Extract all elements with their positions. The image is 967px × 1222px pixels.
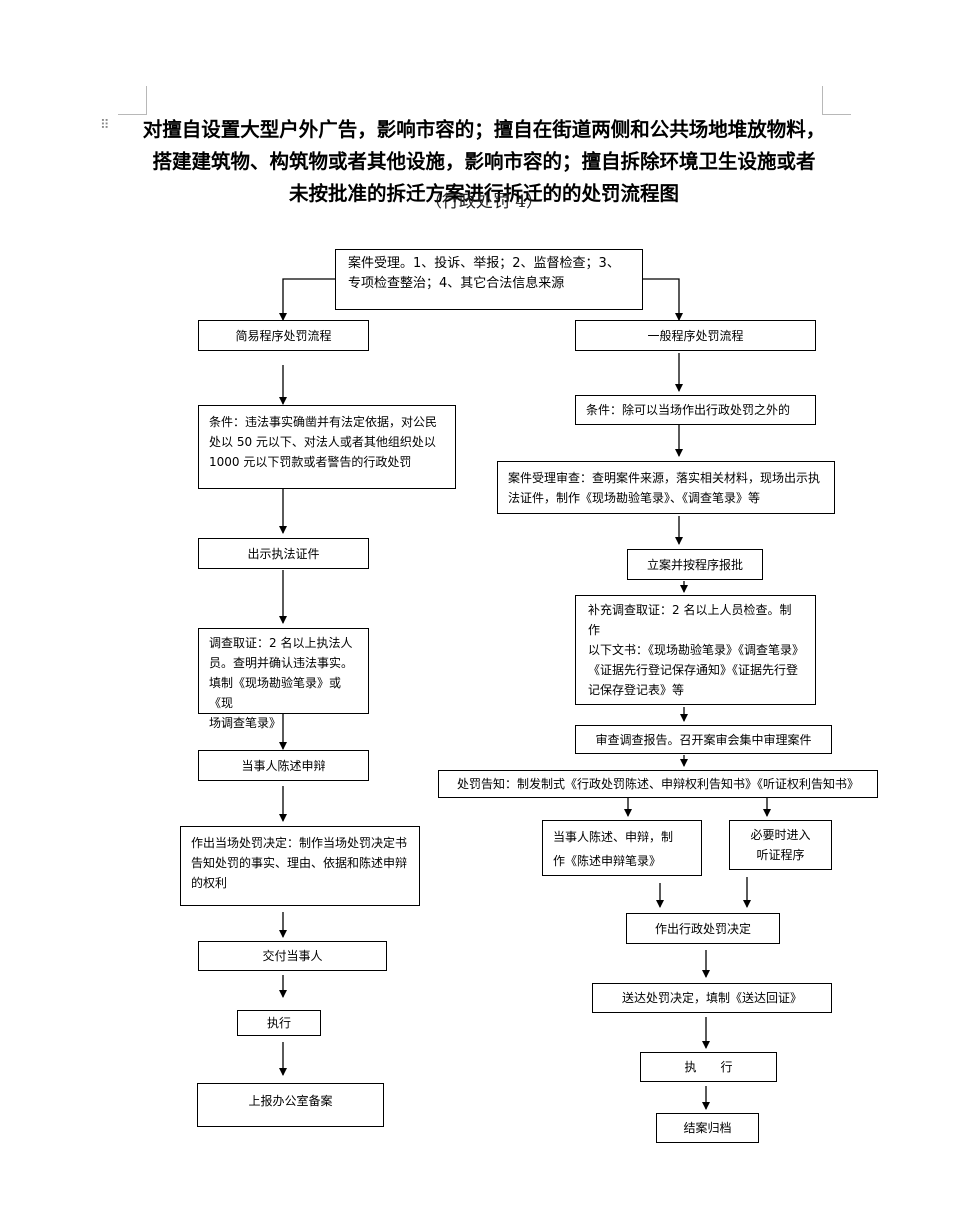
page-corner-mark-left xyxy=(118,86,147,115)
general-condition-box: 条件：除可以当场作出行政处罚之外的 xyxy=(575,395,816,425)
supplement-text: 以下文书：《现场勘验笔录》《调查笔录》 xyxy=(588,643,805,657)
supplement-text: 补充调查取证：2 名以上人员检查。制作 xyxy=(588,603,792,637)
hearing-text: 听证程序 xyxy=(756,848,805,862)
investigate-text: 场调查笔录》 xyxy=(209,716,282,730)
simple-procedure-header: 简易程序处罚流程 xyxy=(198,320,369,351)
supplement-investigation-box: 补充调查取证：2 名以上人员检查。制作 以下文书：《现场勘验笔录》《调查笔录》 … xyxy=(575,595,816,705)
simple-decision-box: 作出当场处罚决定：制作当场处罚决定书 告知处罚的事实、理由、依据和陈述申辩 的权… xyxy=(180,826,420,906)
report-office-box: 上报办公室备案 xyxy=(197,1083,384,1127)
penalty-notice-box: 处罚告知：制发制式《行政处罚陈述、申辩权利告知书》《听证权利告知书》 xyxy=(438,770,878,798)
investigate-text: 调查取证：2 名以上执法人 xyxy=(209,636,353,650)
report-review-box: 审查调查报告。召开案审会集中审理案件 xyxy=(575,725,832,754)
page-subtitle: （行政处罚 4） xyxy=(424,192,544,212)
simple-execute-box: 执行 xyxy=(237,1010,321,1036)
intake-text: 案件受理。1、投诉、举报；2、监督检查；3、 xyxy=(348,256,620,271)
simple-decision-text: 作出当场处罚决定：制作当场处罚决定书 xyxy=(191,836,408,850)
case-review-box: 案件受理审查：查明案件来源，落实相关材料，现场出示执 法证件，制作《现场勘验笔录… xyxy=(497,461,835,514)
general-procedure-header: 一般程序处罚流程 xyxy=(575,320,816,351)
simple-statement-box: 当事人陈述申辩 xyxy=(198,750,369,781)
simple-condition-text: 处以 50 元以下、对法人或者其他组织处以 xyxy=(209,435,436,449)
show-id-box: 出示执法证件 xyxy=(198,538,369,569)
arrow-intake-to-simple xyxy=(279,278,335,321)
supplement-text: 记保存登记表》等 xyxy=(588,683,685,697)
register-box: 立案并按程序报批 xyxy=(627,549,763,580)
deliver-box: 交付当事人 xyxy=(198,941,387,971)
title-line: 搭建建筑物、构筑物或者其他设施，影响市容的；擅自拆除环境卫生设施或者 xyxy=(152,150,816,173)
archive-box: 结案归档 xyxy=(656,1113,759,1143)
general-decision-box: 作出行政处罚决定 xyxy=(626,913,780,944)
investigate-text: 填制《现场勘验笔录》或《现 xyxy=(209,676,342,710)
case-review-text: 案件受理审查：查明案件来源，落实相关材料，现场出示执 xyxy=(508,471,821,485)
supplement-text: 《证据先行登记保存通知》《证据先行登 xyxy=(588,663,799,677)
investigate-box: 调查取证：2 名以上执法人 员。查明并确认违法事实。 填制《现场勘验笔录》或《现… xyxy=(198,628,369,730)
simple-condition-text: 条件：违法事实确凿并有法定依据，对公民 xyxy=(209,415,438,429)
intake-text: 专项检查整治；4、其它合法信息来源 xyxy=(348,276,565,291)
simple-decision-text: 告知处罚的事实、理由、依据和陈述申辩 xyxy=(191,856,408,870)
general-statement-text: 当事人陈述、申辩，制 xyxy=(553,830,674,844)
hearing-text: 必要时进入 xyxy=(750,828,811,842)
simple-condition-box: 条件：违法事实确凿并有法定依据，对公民 处以 50 元以下、对法人或者其他组织处… xyxy=(198,405,456,489)
simple-condition-text: 1000 元以下罚款或者警告的行政处罚 xyxy=(209,455,412,469)
simple-decision-text: 的权利 xyxy=(191,876,228,890)
general-execute-box: 执 行 xyxy=(640,1052,777,1082)
hearing-box: 必要时进入 听证程序 xyxy=(729,820,832,870)
investigate-text: 员。查明并确认违法事实。 xyxy=(209,656,354,670)
page-title: 对擅自设置大型户外广告，影响市容的；擅自在街道两侧和公共场地堆放物料， 搭建建筑… xyxy=(118,114,850,210)
page-corner-mark-right xyxy=(822,86,851,115)
serve-decision-box: 送达处罚决定，填制《送达回证》 xyxy=(592,983,832,1013)
arrow-intake-to-general xyxy=(643,278,683,321)
title-line: 未按批准的拆迁方案进行拆迁的的处罚流程图 xyxy=(288,182,679,205)
general-statement-box: 当事人陈述、申辩，制 作《陈述申辩笔录》 xyxy=(542,820,702,876)
intake-box: 案件受理。1、投诉、举报；2、监督检查；3、 专项检查整治；4、其它合法信息来源 xyxy=(335,249,643,310)
title-line: 对擅自设置大型户外广告，影响市容的；擅自在街道两侧和公共场地堆放物料， xyxy=(142,118,826,141)
case-review-text: 法证件，制作《现场勘验笔录》、《调查笔录》等 xyxy=(508,491,761,505)
drag-handle-icon[interactable]: ⠿ xyxy=(100,118,109,133)
general-statement-text: 作《陈述申辩笔录》 xyxy=(553,854,662,868)
